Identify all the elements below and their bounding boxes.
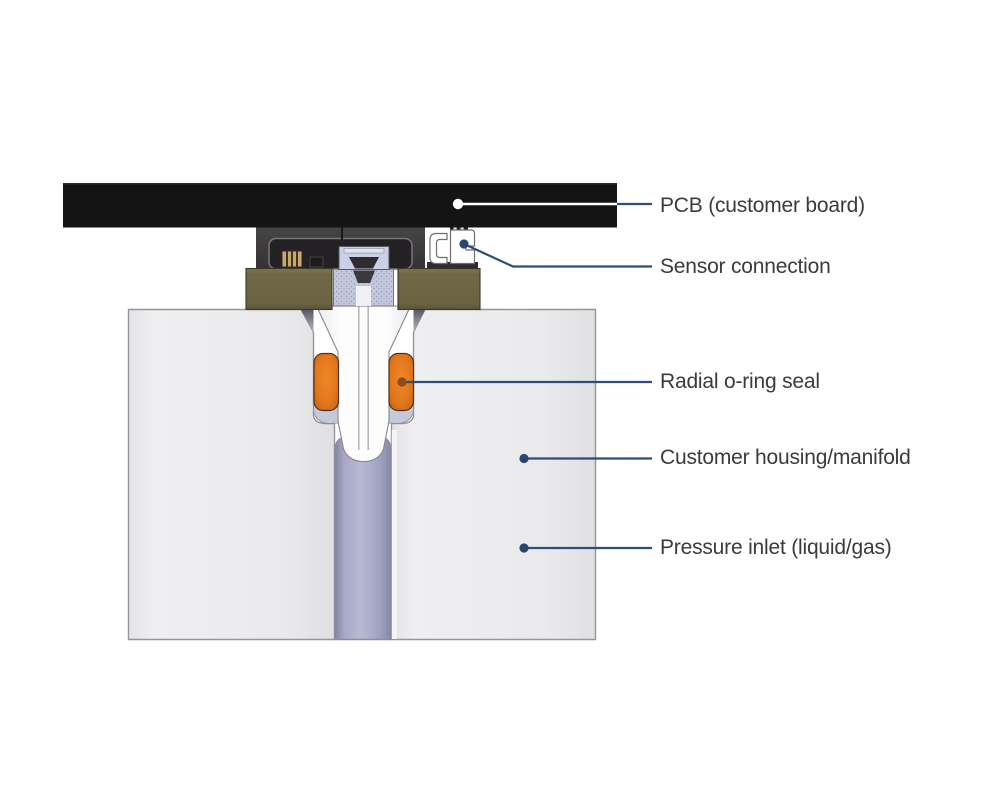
leader-dot-housing (519, 453, 529, 464)
label-pressure-inlet: Pressure inlet (liquid/gas) (660, 536, 892, 559)
component-chip (309, 256, 324, 268)
mounting-flange-left (245, 267, 333, 311)
leader-dot-pressure-inlet (519, 543, 529, 553)
sensor-module (256, 227, 425, 307)
sensor-die (349, 257, 379, 269)
mounting-flanges (245, 267, 481, 311)
leader-dot-sensor-connection (459, 239, 469, 249)
leader-dot-pcb (452, 198, 464, 210)
pressure-inlet-tube (334, 436, 392, 641)
label-customer-housing: Customer housing/manifold (660, 446, 911, 469)
sensor-die-lower (353, 270, 375, 283)
component-capacitor (281, 250, 303, 268)
leader-dots (397, 198, 529, 553)
sensor-element (338, 246, 390, 270)
oring-left (313, 352, 340, 412)
label-pcb: PCB (customer board) (660, 194, 865, 217)
bore-chamfer-left (301, 310, 314, 332)
bore-chamfer-right (413, 310, 425, 332)
leader-lines (403, 202, 652, 550)
mounting-flange-right (397, 267, 481, 311)
leader-line-sensor-connection (463, 243, 652, 268)
label-radial-oring-seal: Radial o-ring seal (660, 370, 820, 393)
leader-dot-oring (397, 377, 407, 387)
label-sensor-connection: Sensor connection (660, 255, 831, 278)
